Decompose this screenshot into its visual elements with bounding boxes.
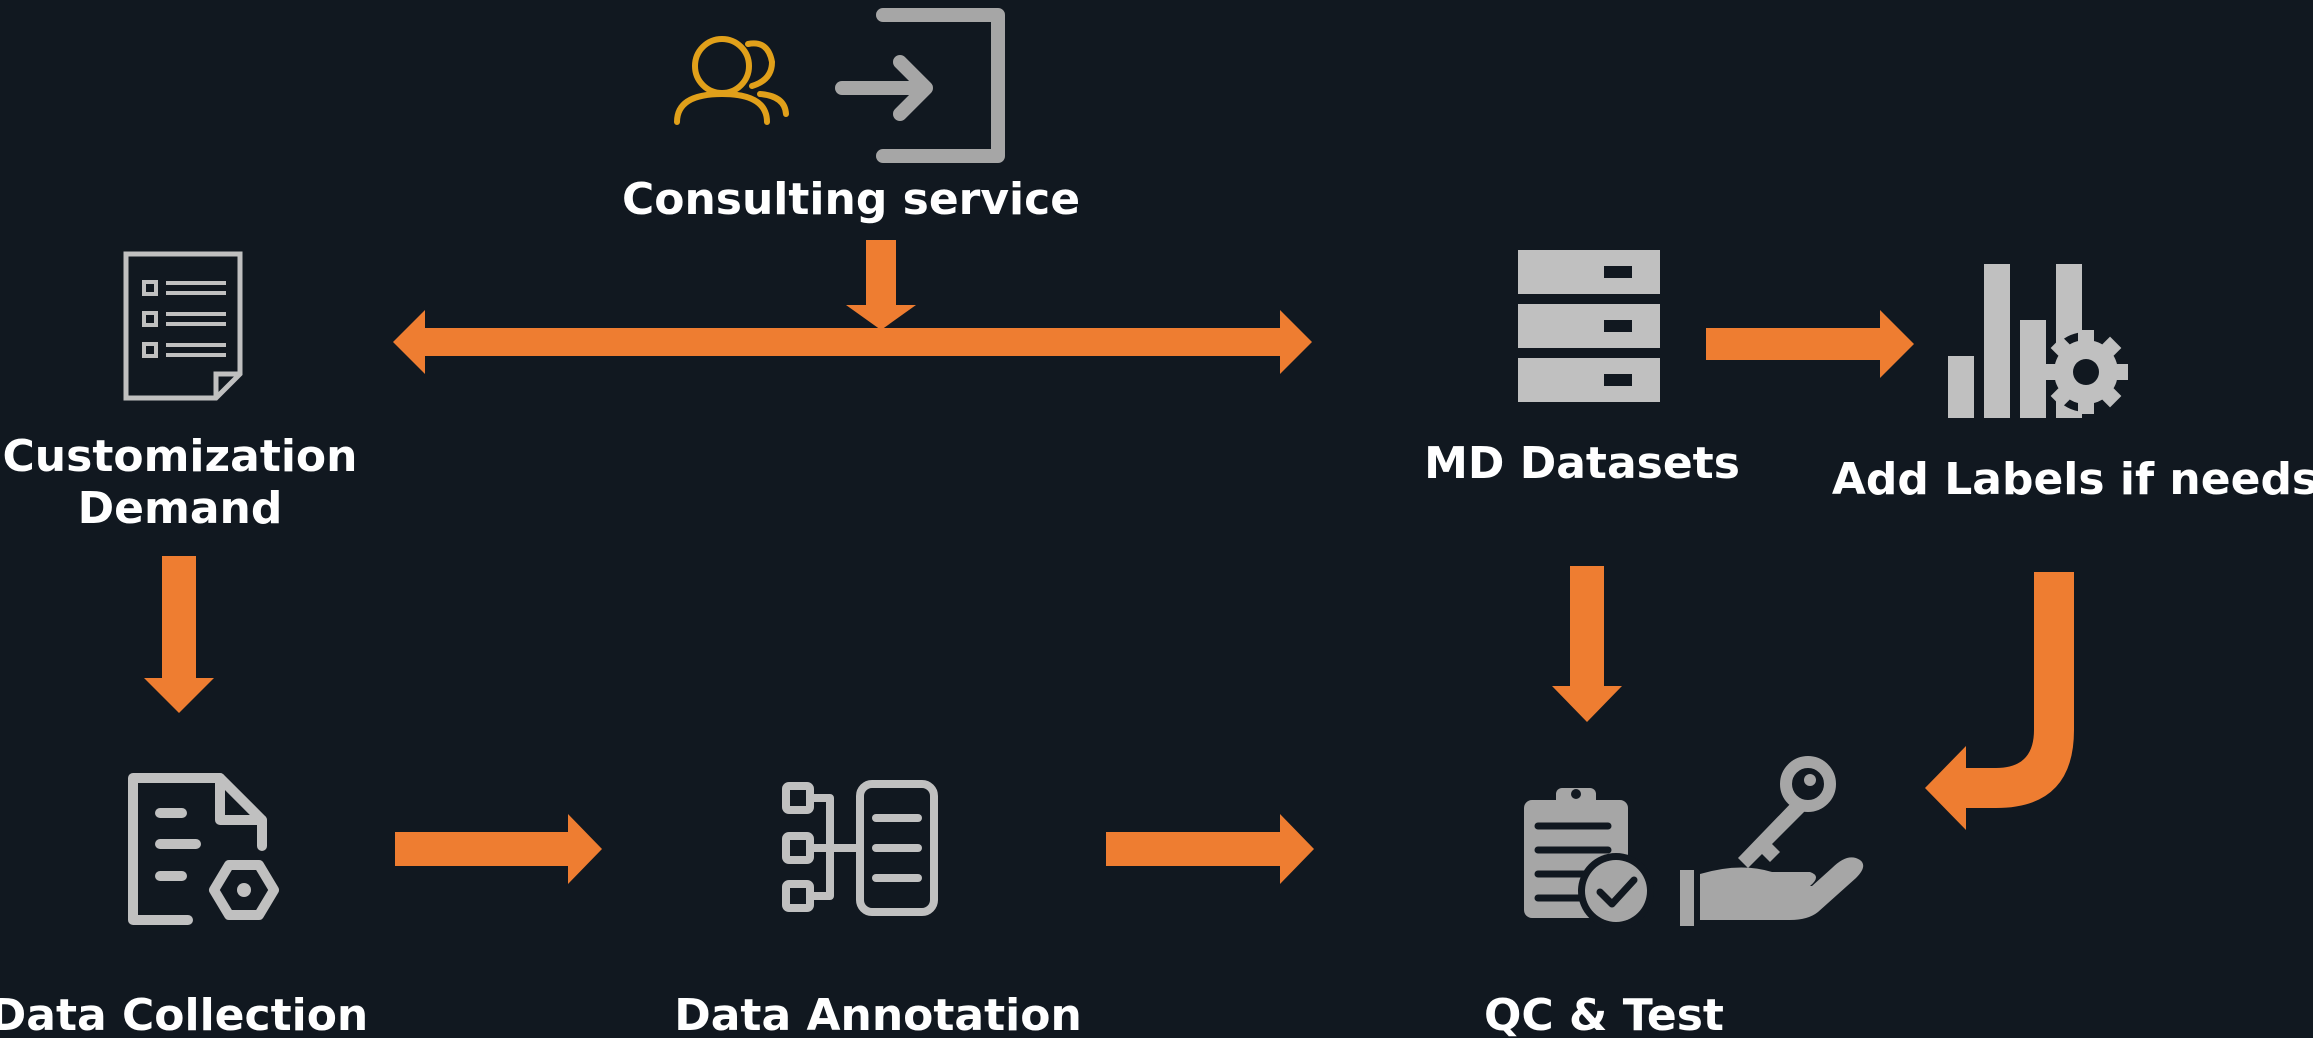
customization-demand-label-line1: Customization	[2, 431, 358, 482]
customization-demand-label-line2: Demand	[77, 483, 283, 534]
clipboard-check-icon	[1524, 788, 1654, 929]
arrow-consulting-down	[846, 240, 916, 330]
arrow-datasets-to-qc	[1552, 566, 1622, 722]
arrow-labels-to-qc	[1925, 572, 2074, 830]
hierarchy-list-lines	[872, 814, 922, 882]
md-datasets-label: MD Datasets	[1424, 438, 1740, 489]
arrow-datasets-to-labels	[1706, 310, 1914, 378]
customization-demand-label: Customization Demand	[3, 431, 358, 535]
hierarchy-list-icon	[782, 780, 938, 916]
qc-test-label: QC & Test	[1484, 990, 1724, 1038]
bar-chart-gear-icon	[1948, 264, 2128, 418]
arrow-annotation-to-qc	[1106, 814, 1314, 884]
arrow-consulting-bidirectional	[393, 310, 1312, 374]
add-labels-label: Add Labels if needs	[1831, 454, 2313, 505]
hand-key-icon	[1680, 756, 1864, 926]
users-icon	[674, 36, 789, 125]
sign-in-arrow-icon	[835, 8, 1005, 163]
document-gear-hub	[237, 883, 251, 897]
server-stack-icon	[1518, 250, 1660, 402]
document-gear-icon	[128, 773, 279, 925]
arrows	[144, 240, 2074, 884]
arrow-customization-to-collection	[144, 556, 214, 713]
arrow-collection-to-annotation	[395, 814, 602, 884]
data-collection-label: Data Collection	[0, 990, 369, 1038]
consulting-service-label: Consulting service	[621, 174, 1081, 225]
checklist-document-icon	[123, 251, 243, 401]
data-annotation-label: Data Annotation	[674, 990, 1082, 1038]
